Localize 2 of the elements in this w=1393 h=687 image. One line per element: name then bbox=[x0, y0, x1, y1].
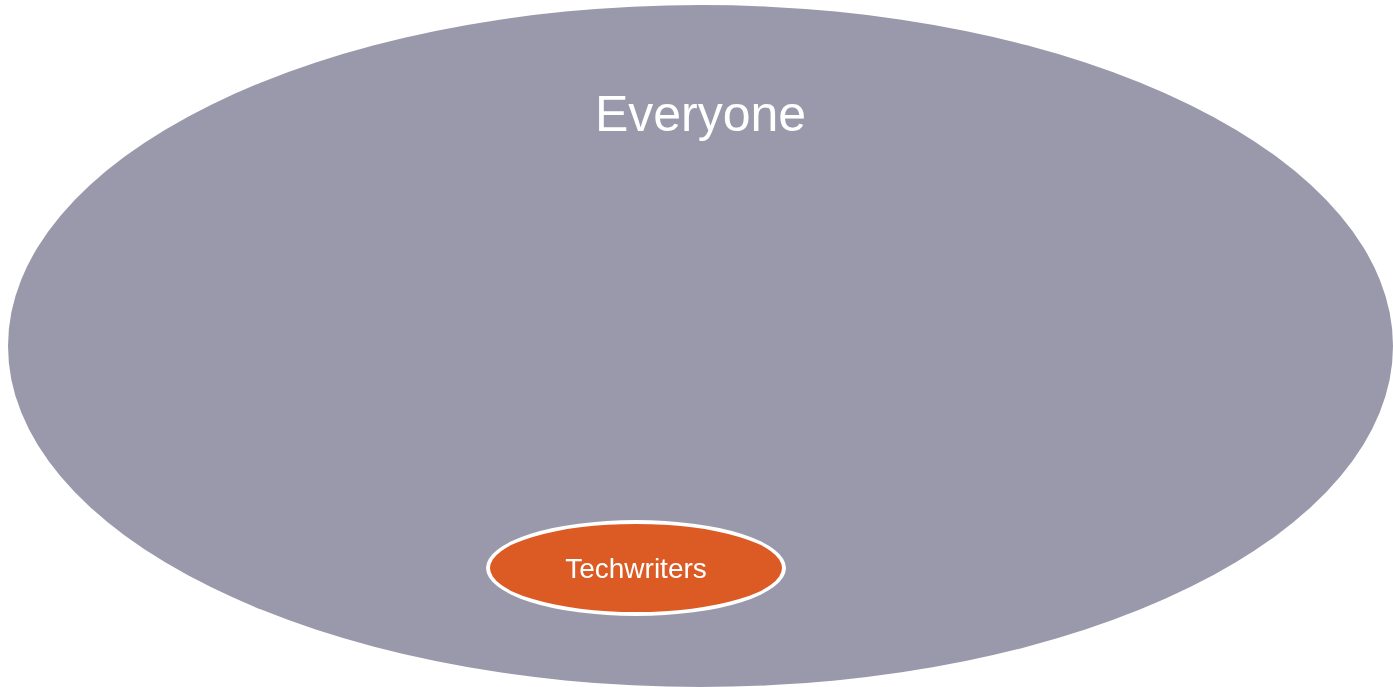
ellipse-label: Everyone bbox=[594, 85, 807, 144]
ellipse-label: Techwriters bbox=[565, 552, 707, 586]
